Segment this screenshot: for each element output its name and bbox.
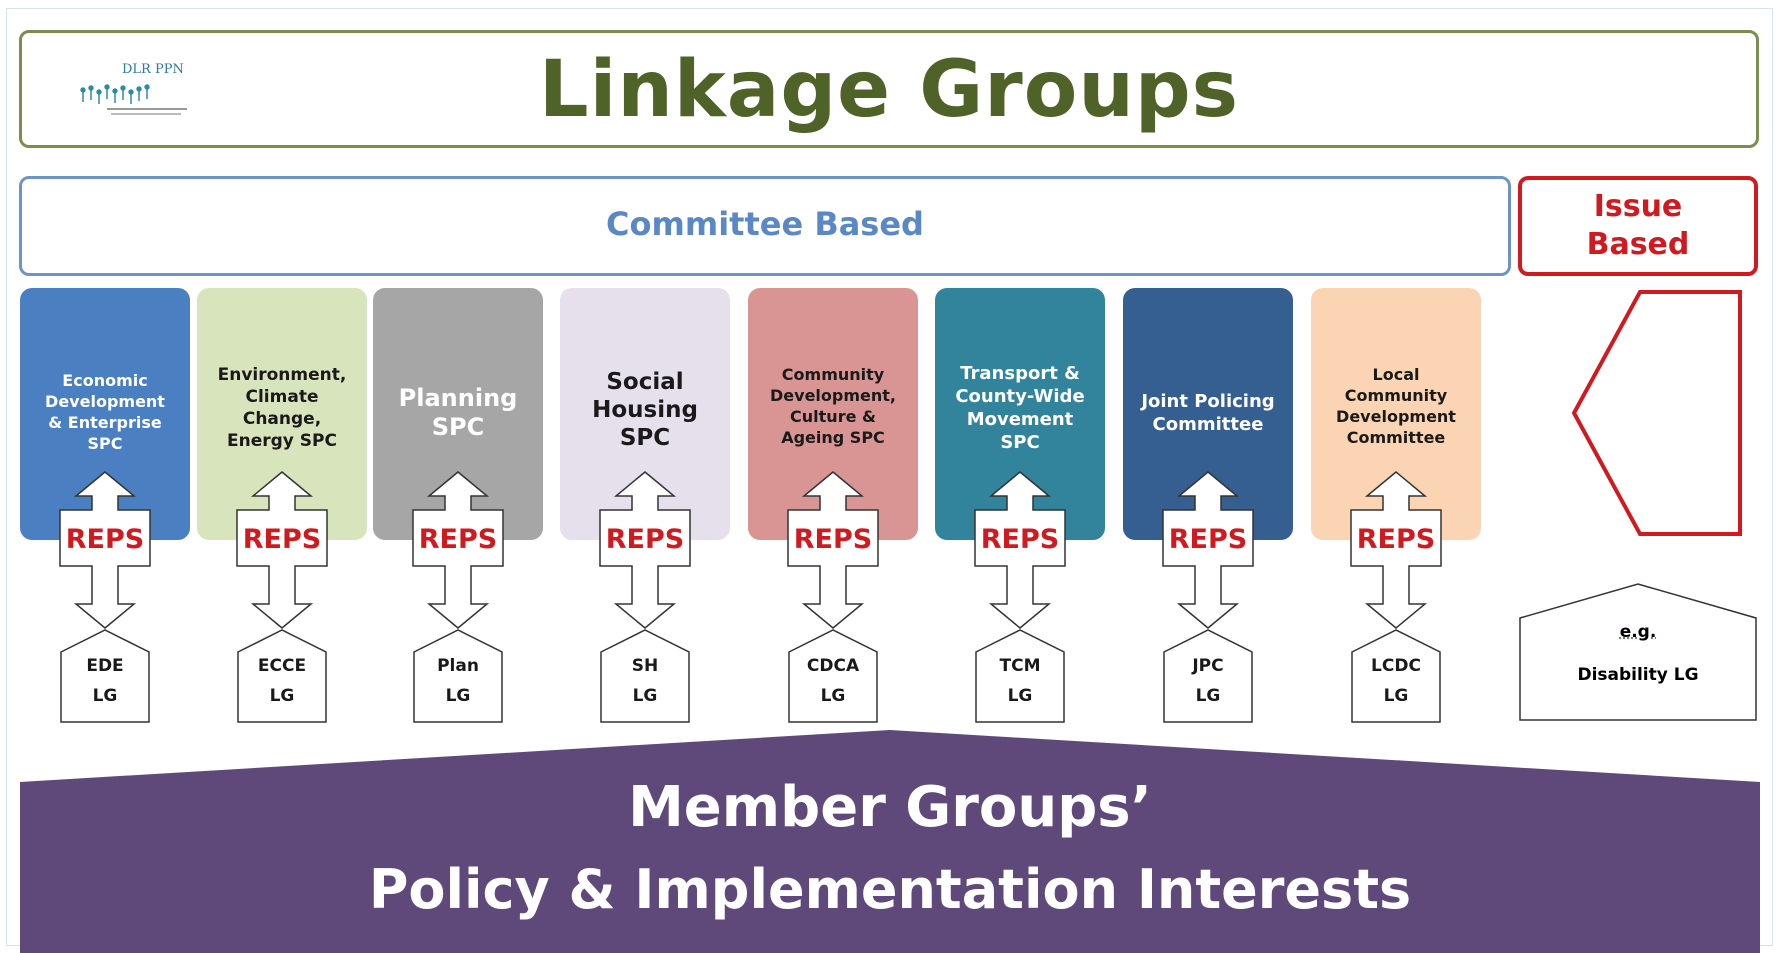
reps-label: REPS bbox=[980, 524, 1060, 555]
linkage-group-label: Plan LG bbox=[437, 656, 479, 706]
disability-lg-house bbox=[1519, 583, 1757, 721]
member-groups-subtitle: Policy & Implementation Interests bbox=[368, 858, 1412, 921]
linkage-group-house bbox=[600, 629, 690, 723]
linkage-group-house bbox=[237, 629, 327, 723]
issue-based-banner: Issue Based bbox=[1518, 176, 1758, 276]
linkage-group-label: TCM LG bbox=[999, 656, 1041, 706]
reps-double-arrow bbox=[787, 471, 879, 629]
reps-label: REPS bbox=[65, 524, 145, 555]
reps-double-arrow bbox=[412, 471, 504, 629]
committee-name: Social Housing SPC bbox=[592, 369, 698, 451]
eg-label: e.g. bbox=[1619, 622, 1657, 642]
linkage-group-house bbox=[788, 629, 878, 723]
reps-label: REPS bbox=[1356, 524, 1436, 555]
disability-lg-label: Disability LG bbox=[1577, 665, 1699, 685]
issue-label-line: Issue Based bbox=[1586, 189, 1690, 262]
page-title: Linkage Groups bbox=[538, 45, 1240, 135]
linkage-group-house bbox=[60, 629, 150, 723]
committee-based-label: Committee Based bbox=[606, 205, 924, 243]
linkage-group-house bbox=[975, 629, 1065, 723]
reps-double-arrow bbox=[1162, 471, 1254, 629]
reps-label: REPS bbox=[418, 524, 498, 555]
linkage-group-house bbox=[1163, 629, 1253, 723]
linkage-group-label: LCDC LG bbox=[1371, 656, 1421, 706]
reps-label: REPS bbox=[605, 524, 685, 555]
reps-double-arrow bbox=[1350, 471, 1442, 629]
linkage-group-label: EDE LG bbox=[86, 656, 124, 706]
committee-name: Community Development, Culture & Ageing … bbox=[770, 365, 896, 447]
member-groups-banner bbox=[20, 730, 1760, 953]
committee-based-banner: Committee Based bbox=[19, 176, 1511, 276]
committee-name: Joint Policing Committee bbox=[1141, 391, 1275, 435]
linkage-group-house bbox=[413, 629, 503, 723]
committee-name: Environment, Climate Change, Energy SPC bbox=[217, 365, 347, 451]
linkage-group-label: ECCE LG bbox=[257, 656, 307, 706]
linkage-group-label: SH LG bbox=[631, 656, 659, 706]
reps-double-arrow bbox=[974, 471, 1066, 629]
reps-double-arrow bbox=[599, 471, 691, 629]
title-banner: Linkage Groups bbox=[19, 30, 1759, 148]
reps-double-arrow bbox=[236, 471, 328, 629]
reps-label: REPS bbox=[1168, 524, 1248, 555]
committee-name: Local Community Development Committee bbox=[1336, 365, 1456, 447]
reps-double-arrow bbox=[59, 471, 151, 629]
member-groups-title: Member Groups’ bbox=[628, 775, 1152, 840]
linkage-group-house bbox=[1351, 629, 1441, 723]
dlr-ppn-logo bbox=[80, 84, 187, 115]
logo-text: DLR PPN bbox=[122, 62, 184, 77]
linkage-group-label: JPC LG bbox=[1192, 656, 1224, 706]
reps-label: REPS bbox=[793, 524, 873, 555]
issue-based-label: Issue Based bbox=[1522, 188, 1754, 264]
committee-name: Transport & County-Wide Movement SPC bbox=[955, 363, 1085, 453]
linkage-group-label: CDCA LG bbox=[806, 656, 860, 706]
issue-chevron-shape bbox=[1571, 290, 1742, 536]
committee-name: Planning SPC bbox=[398, 384, 518, 441]
committee-card: Economic Development & Enterprise SPC bbox=[20, 288, 190, 540]
committee-name: Economic Development & Enterprise SPC bbox=[45, 371, 165, 453]
reps-label: REPS bbox=[242, 524, 322, 555]
